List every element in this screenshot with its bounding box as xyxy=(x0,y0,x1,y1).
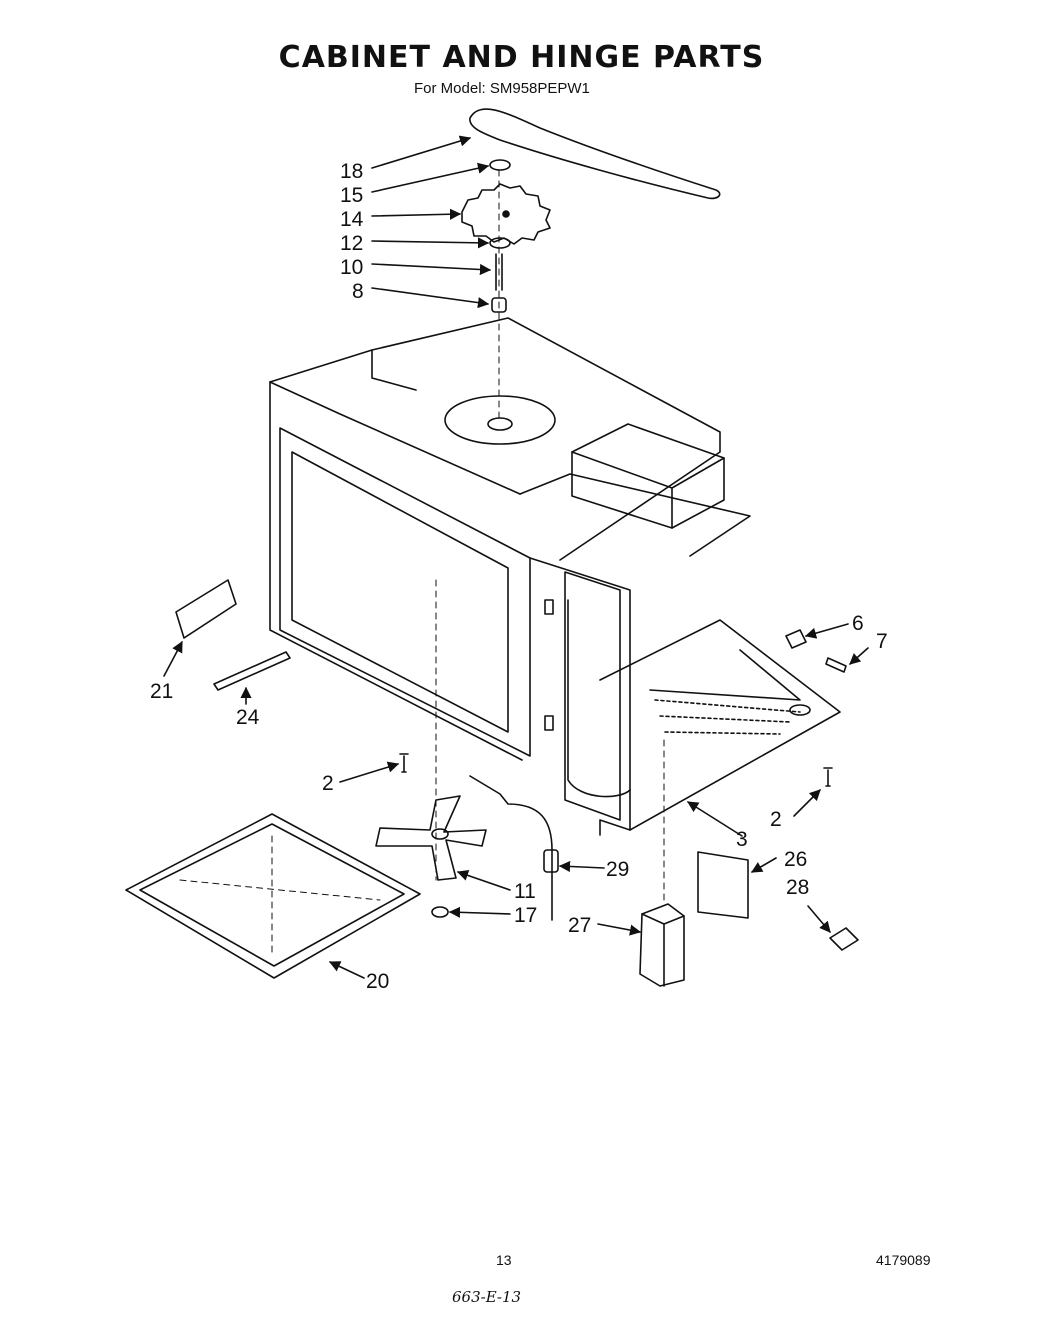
callout-2-left: 2 xyxy=(322,772,334,795)
door-switch xyxy=(639,903,685,987)
screw-left xyxy=(399,753,409,773)
insulation-pad xyxy=(697,851,749,919)
callout-2-right: 2 xyxy=(770,808,782,831)
page-number: 13 xyxy=(496,1252,512,1268)
callout-24: 24 xyxy=(236,706,260,729)
callout-12: 12 xyxy=(340,232,363,255)
callout-8: 8 xyxy=(352,280,364,303)
callout-15: 15 xyxy=(340,184,363,207)
callout-7: 7 xyxy=(876,630,888,653)
callout-29: 29 xyxy=(606,858,629,881)
screw-right xyxy=(823,767,833,787)
lamp-cover xyxy=(175,579,237,639)
hinge-clip xyxy=(785,629,807,649)
page-title: CABINET AND HINGE PARTS xyxy=(278,40,765,75)
callout-14: 14 xyxy=(340,208,364,231)
retaining-ring xyxy=(489,159,511,171)
stirrer-shaft xyxy=(495,253,503,291)
callout-17: 17 xyxy=(514,904,537,927)
model-subtitle: For Model: SM958PEPW1 xyxy=(414,80,590,97)
fan-blade xyxy=(375,795,487,881)
drive-belt xyxy=(469,108,721,200)
part-number: 4179089 xyxy=(876,1252,931,1268)
callout-21: 21 xyxy=(150,680,173,703)
thermal-sensor xyxy=(469,775,553,921)
stirrer-gear xyxy=(461,183,551,245)
wire-clip xyxy=(829,927,859,951)
nut xyxy=(431,906,449,918)
callout-26: 26 xyxy=(784,848,807,871)
callout-18: 18 xyxy=(340,160,363,183)
callout-28: 28 xyxy=(786,876,809,899)
bearing xyxy=(491,297,507,313)
callout-3: 3 xyxy=(736,828,748,851)
callout-6: 6 xyxy=(852,612,864,635)
bottom-plate xyxy=(125,813,421,979)
callout-27: 27 xyxy=(568,914,591,937)
washer xyxy=(489,237,511,249)
callout-11: 11 xyxy=(514,880,536,903)
hinge-screw xyxy=(825,657,847,673)
door-bracket xyxy=(213,651,291,691)
handwritten-note: 663-E-13 xyxy=(452,1288,522,1306)
callout-20: 20 xyxy=(366,970,389,993)
cabinet-body xyxy=(269,317,841,836)
callout-10: 10 xyxy=(340,256,363,279)
